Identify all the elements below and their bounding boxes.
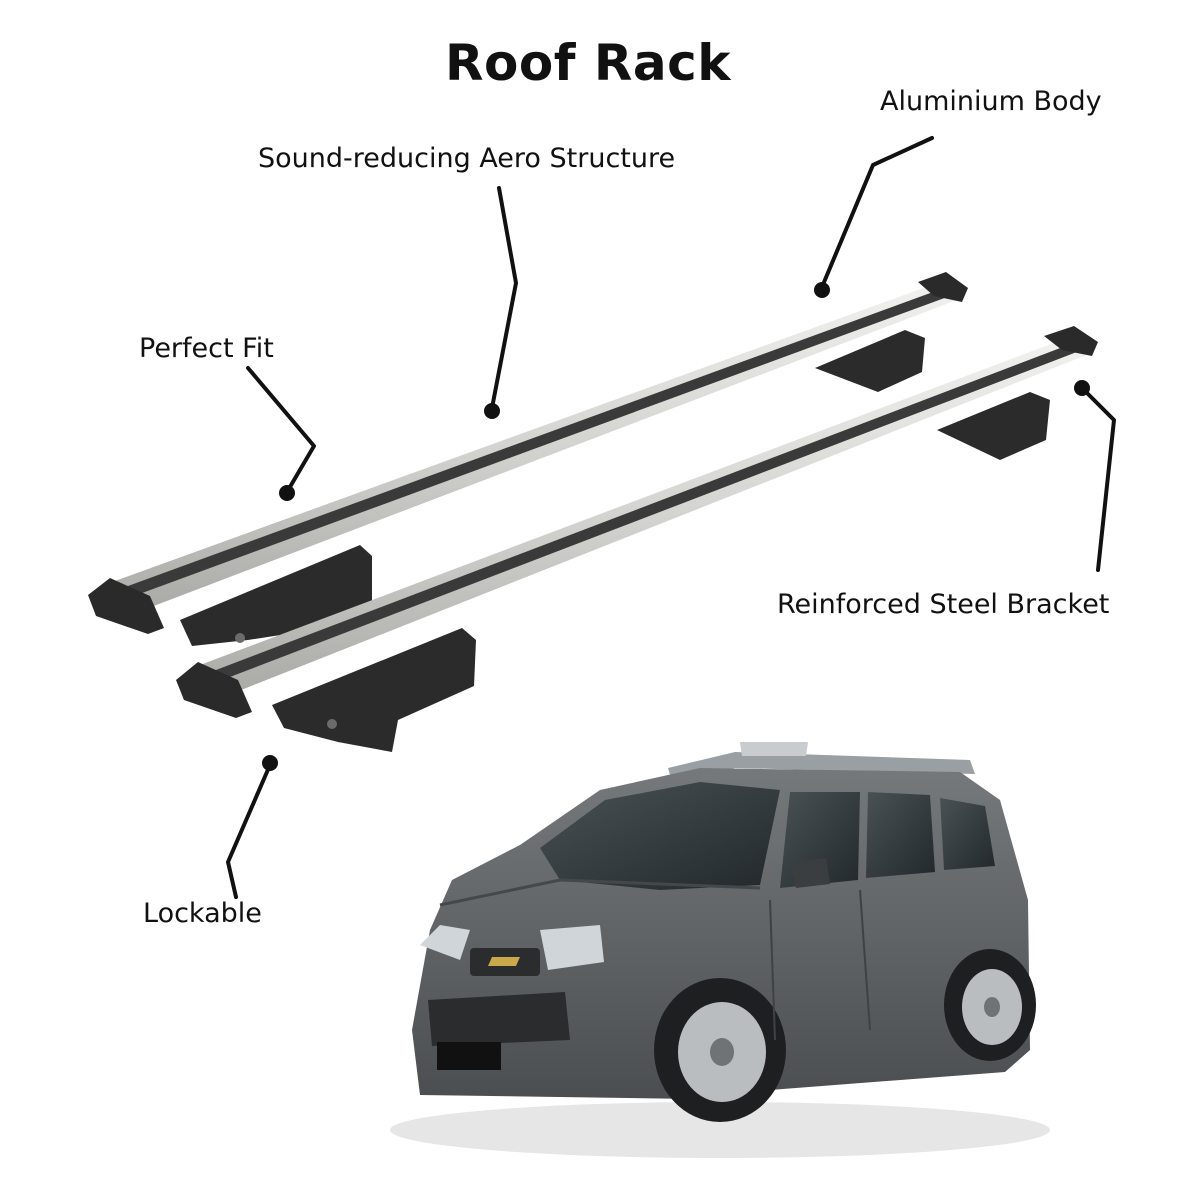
car-door-lines — [769, 889, 871, 1041]
car-hood-line — [439, 878, 761, 907]
perfect-fit-leader-dot — [279, 485, 295, 501]
car-rear-wheel — [944, 949, 1036, 1061]
car-right-headlight — [540, 925, 604, 970]
callout-steel-bracket: Reinforced Steel Bracket — [777, 589, 1110, 620]
car-side-mirror — [790, 858, 830, 888]
front-roof-bar — [176, 326, 1098, 752]
car-rear-side-window — [866, 792, 935, 878]
callout-perfect-fit: Perfect Fit — [139, 333, 274, 364]
page-title: Roof Rack — [445, 34, 731, 92]
rear-bar-right-end-cap — [918, 272, 968, 302]
rear-roof-bar — [88, 272, 968, 646]
sound-leader-line — [490, 186, 518, 410]
aluminium-leader-dot — [814, 282, 830, 298]
callout-lockable: Lockable — [143, 898, 262, 929]
car-lower-grille — [428, 992, 570, 1046]
rear-bar-rubber-strip — [128, 288, 950, 596]
car-mounted-rack — [740, 742, 808, 756]
car-front-wheel — [654, 978, 786, 1122]
front-bar-left-end-cap — [176, 662, 252, 718]
front-bar-rubber-strip — [216, 342, 1082, 680]
car-quarter-window — [940, 798, 995, 870]
front-bar-near-bracket — [272, 628, 476, 752]
steel-bracket-leader-dot — [1074, 380, 1090, 396]
car-license-plate — [437, 1042, 501, 1070]
perfect-fit-leader-line — [246, 366, 316, 494]
car-illustration — [390, 742, 1050, 1158]
front-bar-right-end-cap — [1044, 326, 1098, 356]
car-logo — [488, 957, 520, 966]
sound-leader-dot — [484, 403, 500, 419]
rear-bar-left-end-cap — [88, 578, 164, 634]
front-bar-far-bracket — [937, 392, 1050, 460]
lockable-leader-dot — [262, 755, 278, 771]
car-roof-rails — [668, 752, 975, 782]
lockable-leader-line — [226, 763, 272, 899]
car-windshield — [540, 782, 780, 890]
callout-sound-reducing: Sound-reducing Aero Structure — [258, 143, 676, 174]
rear-bar-far-bracket — [815, 330, 925, 392]
aluminium-leader-line — [820, 136, 934, 289]
steel-bracket-leader-line — [1080, 386, 1116, 572]
front-bar-lock-cylinder — [327, 719, 337, 729]
car-shadow — [390, 1102, 1050, 1158]
rear-bar-lock-cylinder — [235, 633, 245, 643]
car-left-headlight — [420, 925, 470, 960]
callout-aluminium-body: Aluminium Body — [880, 86, 1102, 117]
